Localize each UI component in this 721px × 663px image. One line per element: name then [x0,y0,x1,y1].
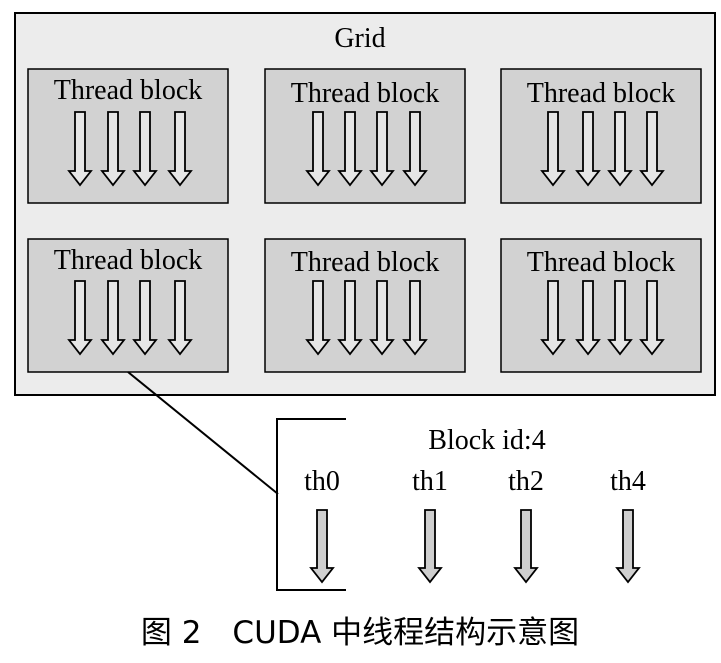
thread-label-th2: th2 [508,466,544,497]
thread-arrow [540,111,566,187]
thread-block-label: Thread block [291,247,440,278]
thread-block-label: Thread block [54,75,203,106]
thread-arrow [67,111,93,187]
thread-block-5: Thread block [264,238,466,373]
thread-arrow [167,280,193,356]
thread-arrow [305,280,331,356]
detail-thread-arrow [615,509,641,584]
thread-arrow [639,280,665,356]
thread-arrows [540,111,665,187]
thread-block-label: Thread block [54,245,203,276]
thread-arrows [67,280,193,356]
connector-line [127,371,279,495]
thread-arrow [167,111,193,187]
thread-arrows [305,280,428,356]
thread-arrow [337,280,363,356]
thread-arrows [540,280,665,356]
thread-block-label: Thread block [527,247,676,278]
thread-arrow [575,280,601,356]
thread-arrow [67,280,93,356]
thread-arrow [540,280,566,356]
thread-arrow [639,111,665,187]
thread-label-th0: th0 [304,466,340,497]
detail-thread-arrow [309,509,335,584]
thread-block-4: Thread block [27,238,229,373]
detail-thread-arrow [417,509,443,584]
thread-arrows [305,111,428,187]
thread-block-2: Thread block [264,68,466,204]
figure-caption: 图 2 CUDA 中线程结构示意图 [141,615,579,651]
grid-label: Grid [334,23,385,54]
thread-block-3: Thread block [500,68,702,204]
thread-arrow [607,280,633,356]
thread-block-label: Thread block [527,78,676,109]
thread-arrow [402,280,428,356]
thread-arrow [100,280,126,356]
thread-arrow [369,111,395,187]
thread-arrow [575,111,601,187]
thread-arrow [607,111,633,187]
thread-arrow [132,111,158,187]
block-id-label: Block id:4 [428,425,545,456]
thread-arrow [337,111,363,187]
thread-arrow [402,111,428,187]
thread-label-th1: th1 [412,466,448,497]
thread-label-th4: th4 [610,466,646,497]
detail-arrows [309,509,641,584]
thread-block-1: Thread block [27,68,229,204]
thread-arrow [132,280,158,356]
detail-thread-arrow [513,509,539,584]
thread-arrows [67,111,193,187]
thread-block-label: Thread block [291,78,440,109]
thread-arrow [100,111,126,187]
thread-arrow [305,111,331,187]
thread-arrow [369,280,395,356]
detail-bracket [276,418,346,591]
thread-block-6: Thread block [500,238,702,373]
